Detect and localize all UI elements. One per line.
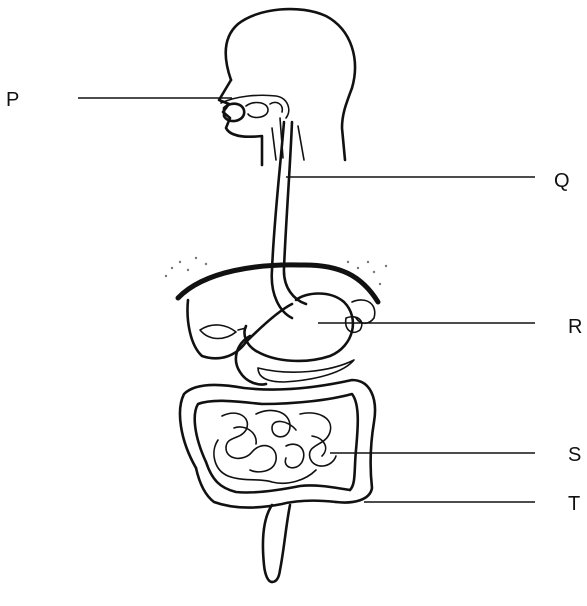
stomach (245, 294, 375, 361)
label-q: Q (554, 170, 570, 192)
label-t: T (568, 493, 580, 515)
small-intestine (214, 410, 336, 483)
large-intestine (180, 380, 375, 508)
rectum (263, 505, 290, 582)
liver (188, 300, 292, 358)
label-s: S (568, 444, 581, 466)
label-r: R (568, 316, 582, 338)
head-outline (219, 9, 355, 165)
diaphragm (165, 257, 387, 302)
mouth-cavity (221, 95, 289, 160)
oesophagus (272, 122, 306, 318)
label-p: P (6, 89, 19, 111)
